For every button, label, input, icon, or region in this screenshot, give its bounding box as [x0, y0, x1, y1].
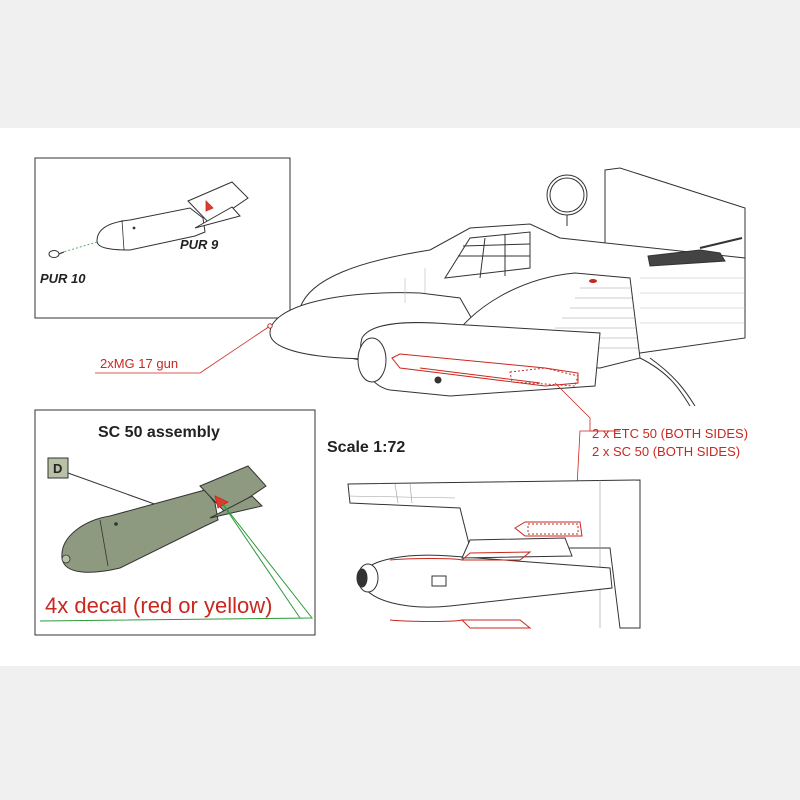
scale-label: Scale 1:72 — [327, 439, 406, 456]
pur9-bomb-icon — [96, 181, 249, 251]
decal-note: 4x decal (red or yellow) — [45, 593, 273, 618]
sc50-bomb-icon — [61, 465, 267, 573]
pur9-label: PUR 9 — [180, 237, 219, 252]
gun-leader-line — [95, 325, 271, 374]
drawing-sheet: PUR 9 PUR 10 2xMG 17 gun 2 x ETC 50 (BOT… — [0, 128, 800, 666]
decal-d-box — [47, 457, 69, 479]
decal-d-leader-line — [67, 472, 161, 507]
sc-callout: 2 x SC 50 (BOTH SIDES) — [592, 444, 741, 459]
pur10-leader-line — [59, 241, 98, 254]
decal-note-leader-line — [39, 502, 314, 622]
etc-callout: 2 x ETC 50 (BOTH SIDES) — [592, 426, 749, 441]
etc-rack-bottom — [389, 521, 583, 629]
decal-d-label: D — [53, 461, 63, 476]
pur10-label: PUR 10 — [40, 271, 86, 286]
aircraft-bottom-view — [347, 479, 641, 629]
sc50-title: SC 50 assembly — [98, 424, 220, 441]
aircraft-side-view — [269, 167, 746, 407]
etc-rack-side — [391, 353, 579, 387]
technical-drawing — [34, 157, 746, 636]
etc-leader-line-top — [554, 382, 620, 432]
pur10-part-icon — [48, 250, 65, 258]
gun-callout: 2xMG 17 gun — [100, 356, 179, 371]
